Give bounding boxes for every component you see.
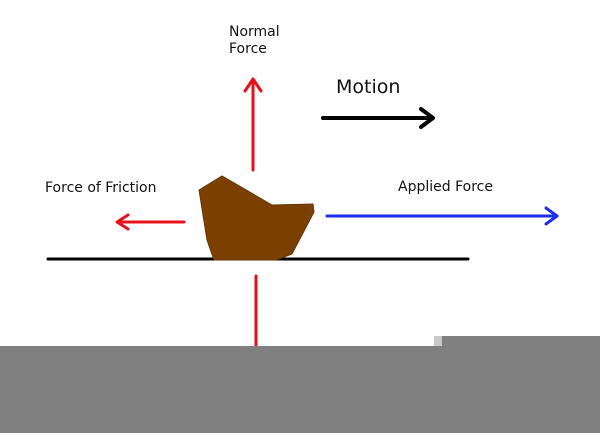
block-object	[198, 175, 315, 261]
applied-force-arrow	[325, 206, 559, 226]
normal-force-label-line1: Normal	[229, 24, 280, 40]
normal-force-arrow	[243, 77, 263, 172]
normal-force-label-line2: Force	[229, 41, 267, 57]
motion-label: Motion	[336, 76, 401, 98]
motion-arrow	[321, 107, 435, 129]
friction-arrow	[115, 213, 186, 231]
friction-label: Force of Friction	[45, 180, 157, 196]
gray-band	[0, 336, 600, 433]
applied-force-label: Applied Force	[398, 179, 493, 195]
